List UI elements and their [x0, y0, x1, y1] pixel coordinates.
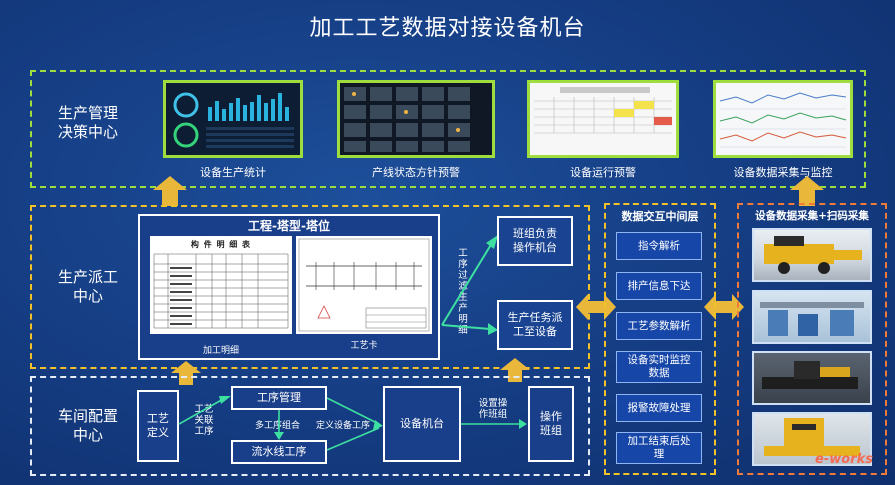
double-arrow-left-icon	[576, 294, 616, 320]
team-machine-box[interactable]: 班组负责 操作机台	[497, 216, 573, 266]
chart-thumbnail[interactable]	[713, 80, 853, 158]
machine-photo-4-art	[764, 418, 860, 456]
machine-photo-2-art	[760, 302, 864, 336]
monitor-grid-caption: 产线状态方针预警	[372, 166, 460, 179]
middle-item-param-parse[interactable]: 工艺参数解析	[616, 312, 702, 340]
up-arrow-workshop-right-icon	[500, 358, 530, 382]
machine-photo-3[interactable]	[752, 351, 872, 405]
set-team-label: 设置操 作班组	[478, 398, 508, 420]
monitor-grid-art	[340, 83, 492, 155]
dispatch-connector-arrows	[441, 235, 498, 335]
process-management-box[interactable]: 工序管理	[231, 386, 327, 410]
detail-table-caption: 加工明细	[202, 346, 239, 356]
spreadsheet-caption: 设备运行预警	[570, 166, 636, 179]
task-dispatch-box[interactable]: 生产任务派 工至设备	[497, 300, 573, 350]
middle-item-schedule-issue[interactable]: 排产信息下达	[616, 272, 702, 300]
up-arrow-workshop-left-icon	[171, 361, 201, 385]
monitor-grid-thumbnail[interactable]	[337, 80, 495, 158]
up-arrow-right-icon	[790, 176, 824, 206]
operator-team-box[interactable]: 操作 班组	[528, 386, 574, 462]
machine-photo-2[interactable]	[752, 290, 872, 344]
process-definition-box[interactable]: 工艺 定义	[137, 390, 179, 462]
middle-item-alarm-handle[interactable]: 报警故障处理	[616, 394, 702, 422]
detail-table-doc[interactable]: 构 件 明 细 表	[150, 236, 292, 334]
chart-art	[716, 83, 850, 155]
dispatch-panel-header: 工程-塔型-塔位	[248, 219, 330, 233]
middle-item-realtime-monitor[interactable]: 设备实时监控 数据	[616, 351, 702, 383]
device-machine-box[interactable]: 设备机台	[383, 386, 461, 462]
process-filter-label: 工序过滤生产明细	[458, 248, 468, 336]
spreadsheet-art	[530, 83, 676, 155]
multi-process-label: 多工序组合	[255, 421, 301, 431]
dashboard-thumbnail[interactable]	[163, 80, 303, 158]
dashboard-thumbnail-art	[166, 83, 300, 155]
detail-table-grid	[153, 253, 289, 329]
dashboard-caption: 设备生产统计	[200, 166, 266, 179]
machine-photo-4[interactable]	[752, 412, 872, 466]
dispatch-center-label: 生产派工 中心	[57, 268, 118, 305]
workshop-label: 车间配置 中心	[57, 407, 118, 444]
flow-line-process-box[interactable]: 流水线工序	[231, 440, 327, 464]
middle-item-command-parse[interactable]: 指令解析	[616, 232, 702, 260]
decision-center-label: 生产管理 决策中心	[57, 104, 118, 141]
chart-caption: 设备数据采集与监控	[733, 166, 833, 179]
dispatch-center-frame	[30, 205, 590, 369]
process-card-art	[298, 238, 430, 332]
spreadsheet-thumbnail[interactable]	[527, 80, 679, 158]
detail-table-title: 构 件 明 细 表	[190, 240, 252, 249]
page-title: 加工工艺数据对接设备机台	[309, 16, 586, 41]
workshop-frame	[30, 376, 590, 476]
up-arrow-left-icon	[153, 176, 187, 206]
collect-title: 设备数据采集+扫码采集	[755, 210, 869, 222]
middle-item-post-process[interactable]: 加工结束后处 理	[616, 432, 702, 464]
define-device-process-label: 定义设备工序	[316, 421, 371, 431]
middle-layer-frame	[604, 203, 716, 475]
middle-layer-title: 数据交互中间层	[621, 210, 699, 223]
watermark-logo: e-works	[815, 452, 873, 467]
process-card-caption: 工艺卡	[350, 341, 378, 351]
collect-frame	[737, 203, 887, 475]
machine-photo-1-art	[764, 236, 862, 274]
machine-photo-3-art	[762, 361, 858, 389]
workshop-connectors	[179, 396, 527, 451]
decision-center-frame	[30, 70, 866, 188]
process-card-doc[interactable]	[296, 236, 432, 334]
machine-photo-1[interactable]	[752, 228, 872, 282]
